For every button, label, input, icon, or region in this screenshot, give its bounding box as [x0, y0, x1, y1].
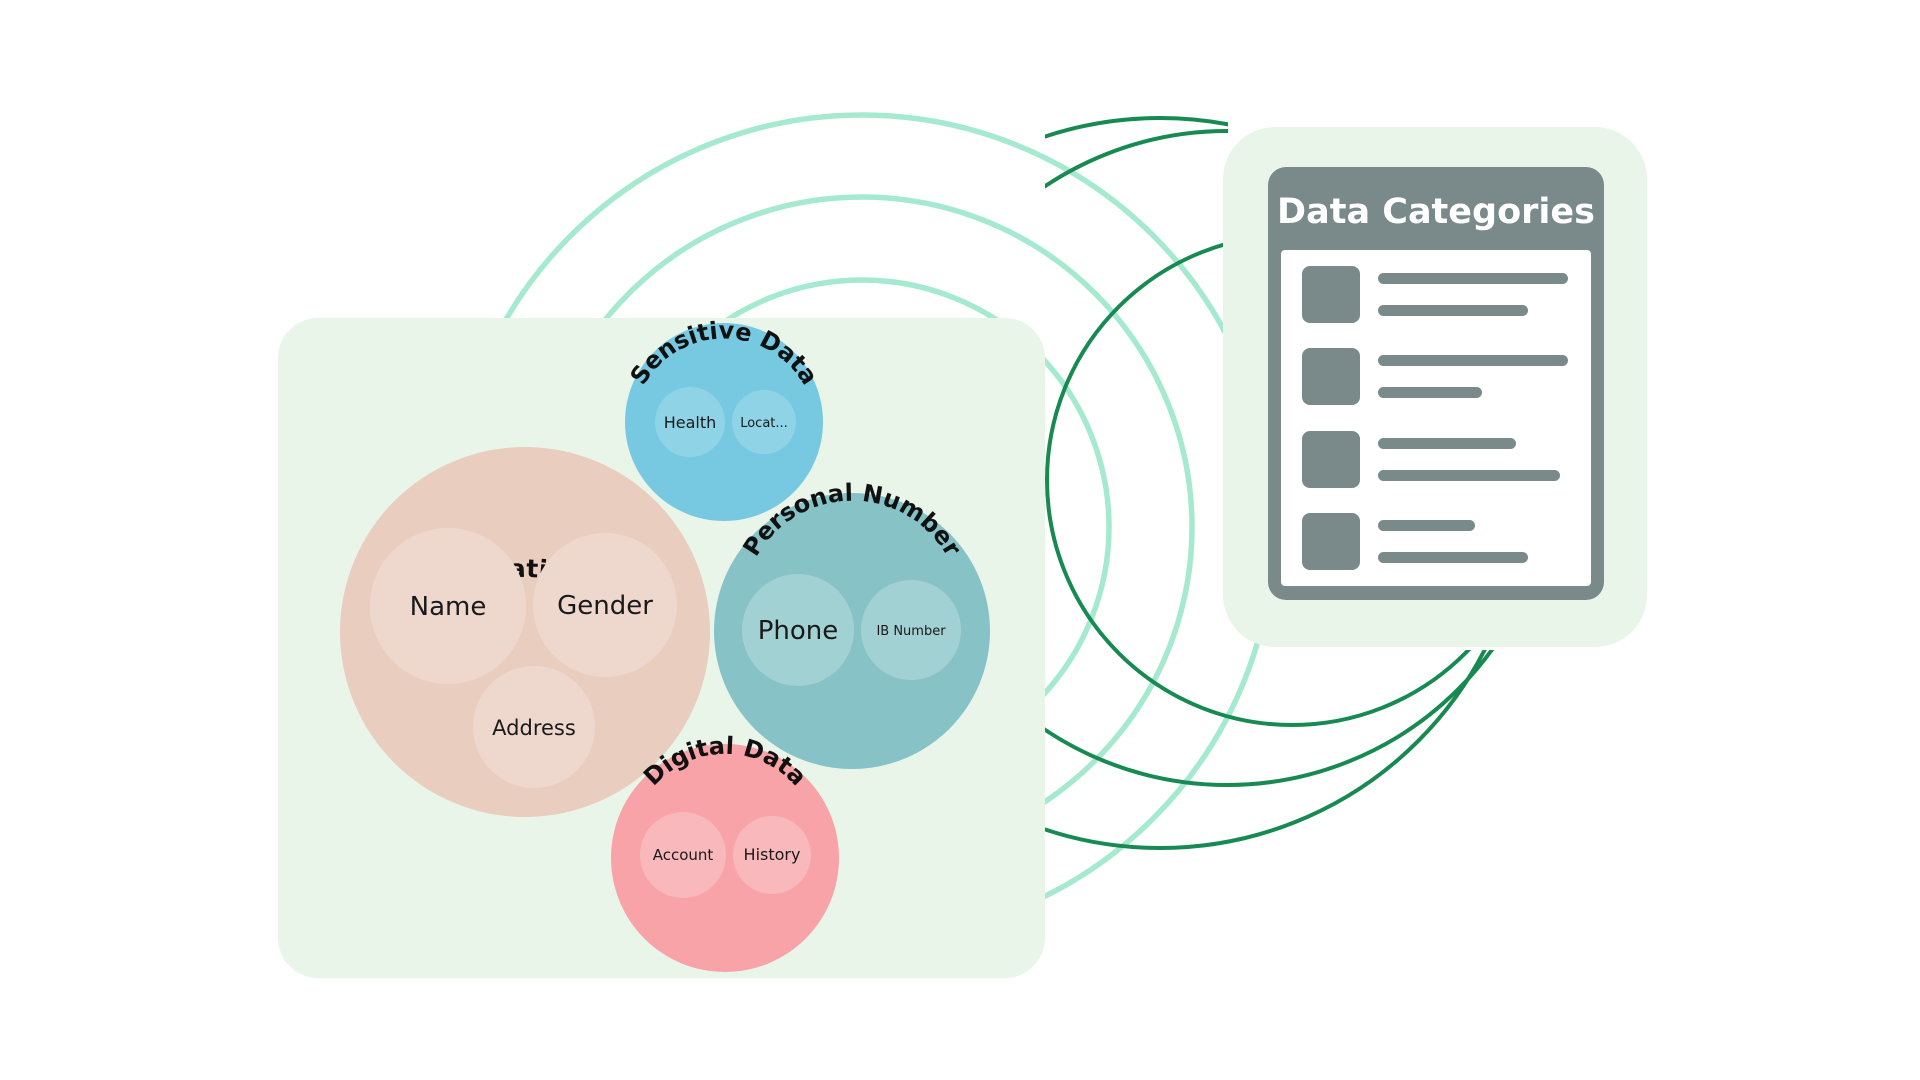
cluster-identification: Identification Data Name Gender Address: [340, 447, 710, 817]
name-label: Name: [410, 592, 487, 622]
row-line: [1378, 305, 1528, 316]
address-bubble: [473, 666, 595, 788]
row-line: [1378, 387, 1482, 398]
document-row: [1302, 513, 1528, 570]
address-label: Address: [492, 716, 576, 740]
document-row: [1302, 431, 1560, 488]
row-line: [1378, 470, 1560, 481]
row-line: [1378, 520, 1475, 531]
row-line: [1378, 355, 1568, 366]
health-bubble: [655, 387, 725, 457]
account-label: Account: [653, 846, 714, 864]
location-label: Locat...: [740, 416, 788, 431]
phone-label: Phone: [758, 616, 839, 646]
phone-bubble: [742, 574, 854, 686]
account-bubble: [640, 812, 726, 898]
row-square: [1302, 266, 1360, 323]
name-bubble: [370, 528, 526, 684]
gender-label: Gender: [557, 591, 653, 621]
history-label: History: [744, 845, 801, 864]
cluster-personal: Personal Number Phone IB Number: [714, 479, 990, 769]
ib-number-label: IB Number: [876, 624, 946, 639]
document-row: [1302, 348, 1568, 405]
health-label: Health: [664, 413, 717, 432]
ib-number-bubble: [861, 580, 961, 680]
document-icon: Data Categories: [1268, 167, 1604, 600]
data-categories-card: Data Categories: [1223, 127, 1647, 647]
document-rows: [1302, 266, 1568, 570]
gender-bubble: [533, 533, 677, 677]
row-square: [1302, 431, 1360, 488]
row-line: [1378, 438, 1516, 449]
location-bubble: [732, 390, 796, 454]
document-paper: [1281, 250, 1591, 586]
document-row: [1302, 266, 1568, 323]
row-line: [1378, 273, 1568, 284]
history-bubble: [733, 816, 811, 894]
row-square: [1302, 513, 1360, 570]
row-line: [1378, 552, 1528, 563]
document-title: Data Categories: [1277, 192, 1595, 232]
row-square: [1302, 348, 1360, 405]
cluster-digital: Digital Data Account History: [611, 732, 839, 972]
